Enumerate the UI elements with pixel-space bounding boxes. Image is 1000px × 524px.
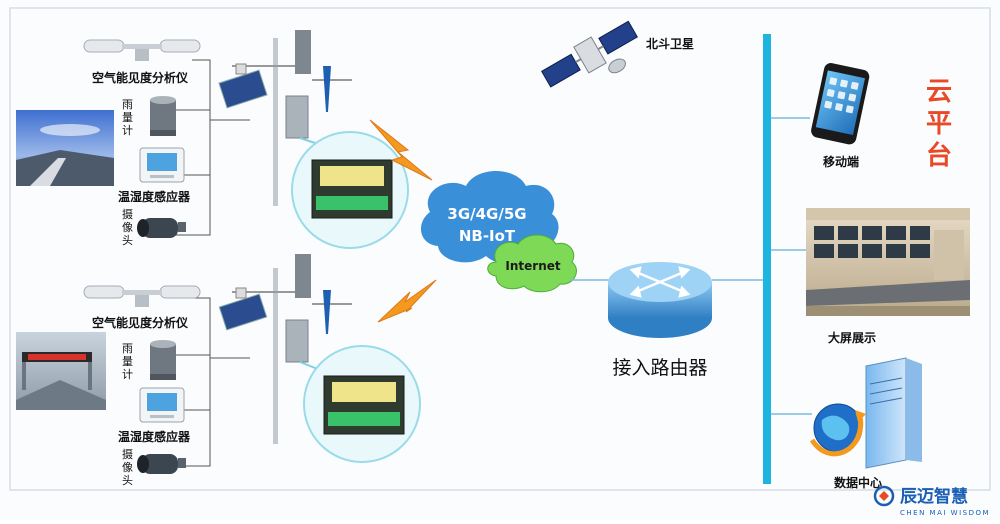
network-cloud-line1: 3G/4G/5G <box>447 205 526 223</box>
beidou-satellite-label: 北斗卫星 <box>646 36 694 51</box>
globe-icon <box>809 403 866 457</box>
satellite-icon <box>541 20 638 88</box>
big-screen-control-room-photo <box>806 208 970 316</box>
bus-branch-lines <box>771 117 812 415</box>
network-bus <box>763 34 771 484</box>
temp-humidity-sensor-icon <box>139 387 185 423</box>
rain-gauge-icon <box>150 340 176 380</box>
data-center-label: 数据中心 <box>834 475 882 490</box>
highway-photo-top <box>16 110 114 186</box>
brand-subtitle: CHEN MAI WISDOM <box>900 509 990 517</box>
rain-gauge-label: 雨量计 <box>122 342 133 381</box>
weather-mast-top <box>218 30 352 206</box>
brand-name: 辰迈智慧 <box>900 486 968 507</box>
visibility-analyzer-label: 空气能见度分析仪 <box>92 70 189 85</box>
wireless-signal-bottom-icon <box>377 279 437 323</box>
camera-label: 摄像头 <box>122 447 133 487</box>
big-screen-label: 大屏展示 <box>828 330 876 345</box>
data-center-server-icon <box>865 357 922 469</box>
rain-gauge-icon <box>150 96 176 136</box>
temp-humidity-label: 温湿度感应器 <box>118 429 191 444</box>
rain-gauge-label: 雨量计 <box>122 98 133 137</box>
bottom-station: 空气能见度分析仪 雨量计 温湿度感应器 摄像头 <box>16 254 421 487</box>
mobile-label: 移动端 <box>823 154 859 169</box>
weather-mast-bottom <box>218 254 352 444</box>
network-cloud-line2: NB-IoT <box>459 227 516 245</box>
diagram-border <box>9 7 991 491</box>
visibility-analyzer-icon <box>83 285 201 307</box>
camera-icon <box>137 218 186 238</box>
cloud-platform-label: 云平台 <box>926 77 952 171</box>
mobile-phone-icon <box>811 63 870 145</box>
temp-humidity-sensor-icon <box>139 147 185 183</box>
data-logger-top <box>291 131 409 249</box>
visibility-analyzer-label: 空气能见度分析仪 <box>92 315 189 330</box>
brand-logo-icon <box>873 485 895 507</box>
camera-label: 摄像头 <box>122 207 133 247</box>
internet-label: Internet <box>505 259 560 273</box>
router-icon <box>608 262 712 338</box>
camera-icon <box>137 454 186 474</box>
visibility-analyzer-icon <box>83 39 201 61</box>
router-label: 接入路由器 <box>612 357 707 379</box>
wireless-signal-top-icon <box>369 119 433 181</box>
brand-logo: 辰迈智慧 CHEN MAI WISDOM <box>873 485 990 517</box>
cellular-network-cloud: 3G/4G/5G NB-IoT <box>420 171 559 264</box>
temp-humidity-label: 温湿度感应器 <box>118 189 191 204</box>
internet-cloud: Internet <box>487 234 577 293</box>
foggy-highway-photo-bottom <box>16 332 106 410</box>
data-logger-bottom <box>299 345 421 463</box>
top-station: 空气能见度分析仪 雨量计 温湿度感应器 <box>16 30 409 249</box>
